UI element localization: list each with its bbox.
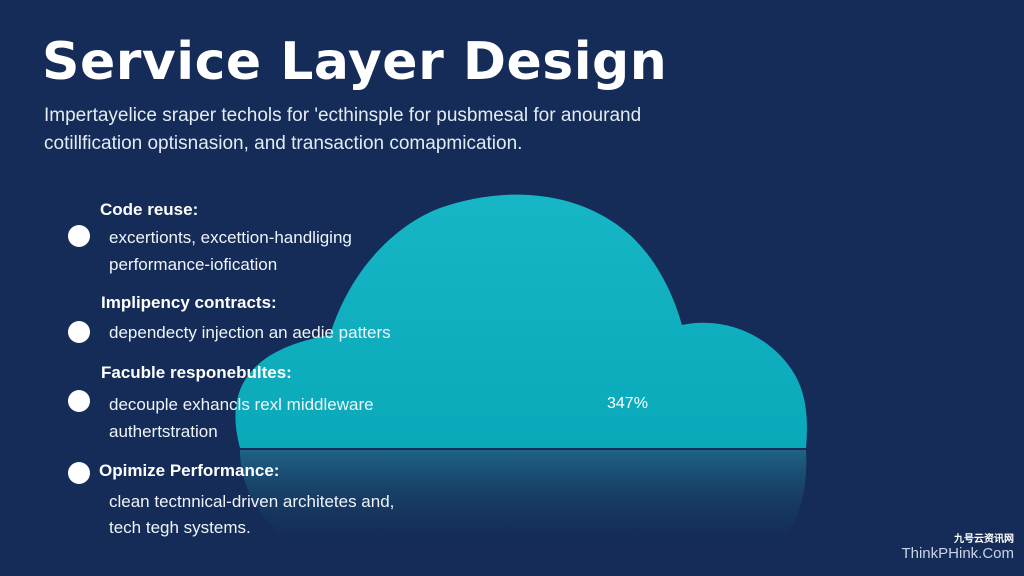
bullet-dot-icon bbox=[68, 321, 90, 343]
stat-value: 347% bbox=[607, 395, 648, 412]
slide-subtitle: Impertayelice sraper techols for 'ecthin… bbox=[44, 105, 642, 154]
item-description-line: decouple exhancls rexl middleware bbox=[109, 395, 374, 414]
item-heading: Implipency contracts: bbox=[101, 293, 277, 312]
item-description-line: performance-iofication bbox=[109, 255, 278, 274]
item-heading: Facuble responebultes: bbox=[101, 363, 292, 382]
bullet-dot-icon bbox=[68, 390, 90, 412]
slide-title: Service Layer Design bbox=[42, 32, 668, 92]
item-heading: Code reuse: bbox=[100, 200, 199, 219]
watermark: 九号云资讯网 ThinkPHink.Com bbox=[901, 530, 1014, 562]
item-heading: Opimize Performance: bbox=[99, 461, 280, 480]
item-description-line: tech tegh systems. bbox=[109, 518, 251, 537]
item-description-line: authertstration bbox=[109, 422, 218, 441]
cloud-reflection bbox=[240, 450, 807, 545]
watermark-top: 九号云资讯网 bbox=[954, 534, 1014, 545]
watermark-bottom: ThinkPHink.Com bbox=[901, 545, 1014, 562]
bullet-dot-icon bbox=[68, 462, 90, 484]
item-description-line: clean tectnnical-driven architetes and, bbox=[109, 492, 395, 511]
bullet-dot-icon bbox=[68, 225, 90, 247]
cloud-shape bbox=[235, 194, 807, 448]
item-description-line: dependecty injection an aedie patters bbox=[109, 323, 391, 342]
item-description-line: excertionts, excettion-handliging bbox=[109, 228, 352, 247]
